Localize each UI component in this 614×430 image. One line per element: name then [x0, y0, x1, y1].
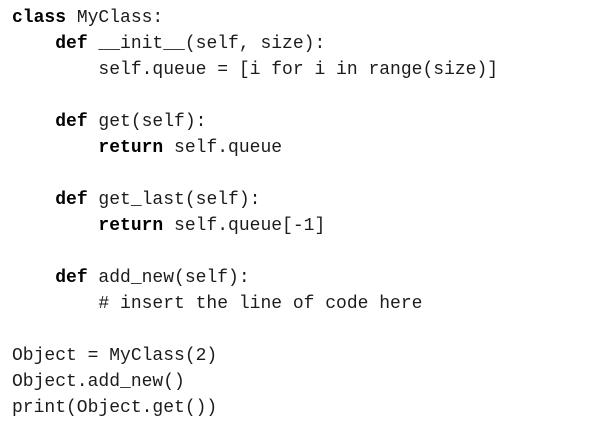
code-token: Object.add_new() — [12, 372, 185, 392]
code-token: print(Object.get()) — [12, 398, 218, 418]
code-line: def get_last(self): — [12, 187, 610, 213]
blank-line — [12, 239, 610, 265]
code-token — [12, 34, 55, 54]
code-token: self.queue — [163, 138, 283, 158]
code-token — [12, 190, 55, 210]
code-token: add_new(self): — [87, 268, 250, 288]
code-token: get(self): — [87, 112, 207, 132]
code-token: Object = MyClass(2) — [12, 346, 218, 366]
code-line: class MyClass: — [12, 5, 610, 31]
code-token — [12, 216, 98, 236]
code-token: self.queue = [i for i in range(size)] — [12, 60, 499, 80]
keyword-token: def — [55, 268, 88, 288]
keyword-token: class — [12, 8, 67, 28]
code-line: return self.queue — [12, 135, 610, 161]
blank-line — [12, 161, 610, 187]
blank-line — [12, 317, 610, 343]
keyword-token: def — [55, 190, 88, 210]
code-line: def add_new(self): — [12, 265, 610, 291]
keyword-token: def — [55, 34, 88, 54]
code-line: def get(self): — [12, 109, 610, 135]
code-token — [12, 112, 55, 132]
code-line: def __init__(self, size): — [12, 31, 610, 57]
keyword-token: return — [98, 138, 164, 158]
code-line: Object.add_new() — [12, 369, 610, 395]
code-line: return self.queue[-1] — [12, 213, 610, 239]
code-token — [12, 268, 55, 288]
code-token: MyClass: — [66, 8, 164, 28]
code-line: Object = MyClass(2) — [12, 343, 610, 369]
blank-line — [12, 83, 610, 109]
code-line: print(Object.get()) — [12, 395, 610, 421]
code-token: __init__(self, size): — [87, 34, 326, 54]
code-token: # insert the line of code here — [12, 294, 423, 314]
code-line: self.queue = [i for i in range(size)] — [12, 57, 610, 83]
code-token: get_last(self): — [87, 190, 261, 210]
code-line: # insert the line of code here — [12, 291, 610, 317]
code-token — [12, 138, 98, 158]
code-token: self.queue[-1] — [163, 216, 326, 236]
keyword-token: def — [55, 112, 88, 132]
keyword-token: return — [98, 216, 164, 236]
